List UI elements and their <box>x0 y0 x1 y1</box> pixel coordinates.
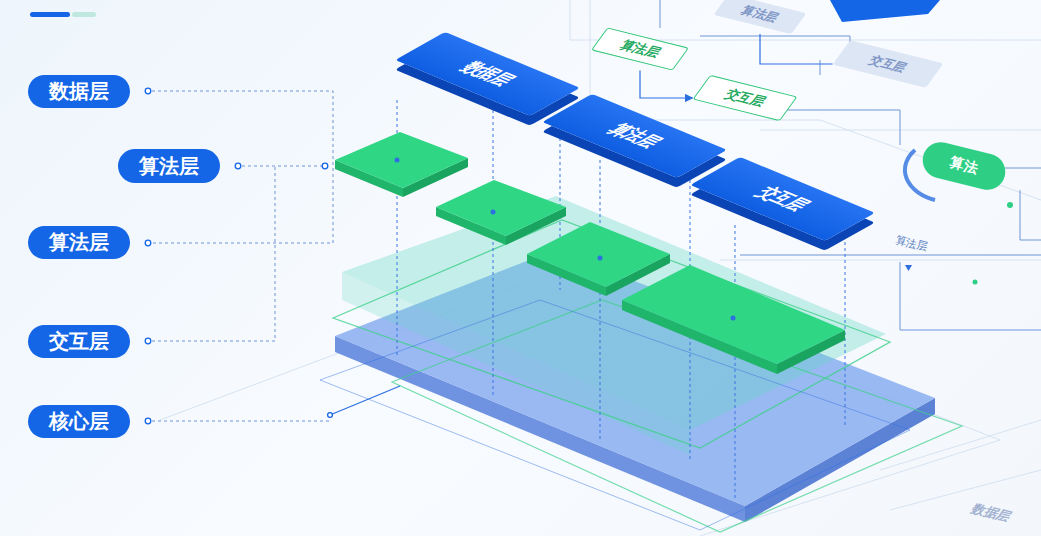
drop-lines <box>397 100 845 500</box>
leader-line <box>330 386 400 415</box>
background-box: 交互层 <box>692 75 797 121</box>
wire-arrow <box>905 265 912 271</box>
layer-block: 数据层 <box>395 32 580 116</box>
layer-pill: 核心层 <box>28 405 130 438</box>
node-text: 算法 <box>948 154 980 178</box>
outline-ring <box>392 300 962 532</box>
accent-bar <box>72 12 96 17</box>
background-box: 算法层 <box>591 27 689 70</box>
background-panels <box>160 0 1041 536</box>
connector <box>760 34 833 64</box>
leader-dots <box>145 88 332 424</box>
layer-block: 算法层 <box>542 94 727 178</box>
node-text: 核心层 <box>49 408 109 435</box>
background-box: 算法层 <box>714 0 807 34</box>
node-text: 算法层 <box>139 153 199 180</box>
node-text: 交互层 <box>748 183 817 216</box>
background-box: 交互层 <box>833 40 944 88</box>
cut-block <box>830 0 940 22</box>
layer-pill: 数据层 <box>28 75 130 108</box>
green-plate <box>527 222 670 296</box>
node-text: 算法层 <box>600 120 669 153</box>
faint-label: 数据层 <box>967 500 1016 525</box>
node-text: 交互层 <box>865 52 911 76</box>
plate-dots <box>395 158 736 321</box>
node-text: 算法层 <box>737 2 783 26</box>
green-plate <box>436 180 566 245</box>
leader-lines <box>152 91 333 421</box>
accent-bar <box>30 12 70 17</box>
node-text: 算法层 <box>615 36 664 61</box>
outline-ring <box>333 220 890 448</box>
node-text: 数据层 <box>49 78 109 105</box>
layer-pill: 算法层 <box>118 149 220 183</box>
wire-dot <box>1007 202 1013 208</box>
wire-dot <box>973 280 978 285</box>
layer-pill: 交互层 <box>28 325 130 358</box>
connector <box>640 71 693 99</box>
layer-pill: 算法层 <box>28 226 130 259</box>
faint-label: 算法层 <box>894 232 930 255</box>
node-text: 交互层 <box>49 328 109 355</box>
node-text: 交互层 <box>720 85 769 110</box>
node-text: 算法层 <box>49 229 109 256</box>
green-plate <box>335 132 468 197</box>
layer-block: 交互层 <box>690 157 875 241</box>
node-text: 数据层 <box>453 58 522 91</box>
green-plate <box>622 265 845 374</box>
status-pill: 算法 <box>919 138 1009 193</box>
